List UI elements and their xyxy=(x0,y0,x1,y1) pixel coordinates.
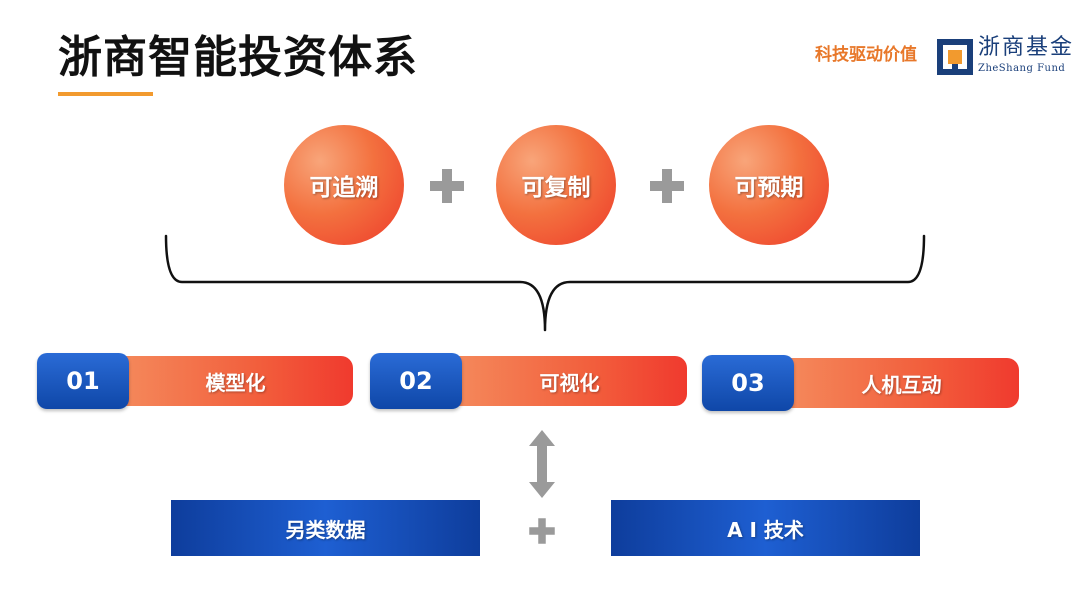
plus-icon xyxy=(650,169,684,203)
title-underline xyxy=(58,92,153,96)
principle-predictable: 可预期 xyxy=(709,125,829,245)
foundation-label: 另类数据 xyxy=(285,517,366,542)
foundation-label: A I 技术 xyxy=(727,517,804,542)
logo-mark-icon xyxy=(937,39,973,75)
logo-chinese-name: 浙商基金 xyxy=(978,35,1075,60)
capability-label: 可视化 xyxy=(539,370,600,395)
capability-number-text: 03 xyxy=(731,369,765,397)
plus-icon xyxy=(430,169,464,203)
capability-human-machine: 人机互动 xyxy=(784,358,1019,408)
principle-label: 可复制 xyxy=(521,175,591,201)
capability-number-text: 02 xyxy=(399,367,433,395)
plus-icon xyxy=(529,518,555,544)
principle-label: 可追溯 xyxy=(309,175,379,201)
brace-icon xyxy=(164,234,926,332)
capability-label: 模型化 xyxy=(205,370,266,395)
principle-label: 可预期 xyxy=(734,175,804,201)
foundation-ai-technology: A I 技术 xyxy=(611,500,920,556)
brand-logo: 浙商基金 ZheShang Fund xyxy=(936,34,1076,82)
foundation-alternative-data: 另类数据 xyxy=(171,500,480,556)
principle-replicable: 可复制 xyxy=(496,125,616,245)
double-arrow-icon xyxy=(529,430,555,498)
capability-visualization: 可视化 xyxy=(452,356,687,406)
capability-number-text: 01 xyxy=(66,367,100,395)
slogan: 科技驱动价值 xyxy=(815,45,917,65)
logo-english-name: ZheShang Fund xyxy=(978,63,1066,74)
capability-number: 01 xyxy=(37,353,129,409)
capability-number: 03 xyxy=(702,355,794,411)
capability-label: 人机互动 xyxy=(861,372,942,397)
page-title: 浙商智能投资体系 xyxy=(58,32,418,83)
capability-number: 02 xyxy=(370,353,462,409)
principle-traceable: 可追溯 xyxy=(284,125,404,245)
capability-modeling: 模型化 xyxy=(118,356,353,406)
